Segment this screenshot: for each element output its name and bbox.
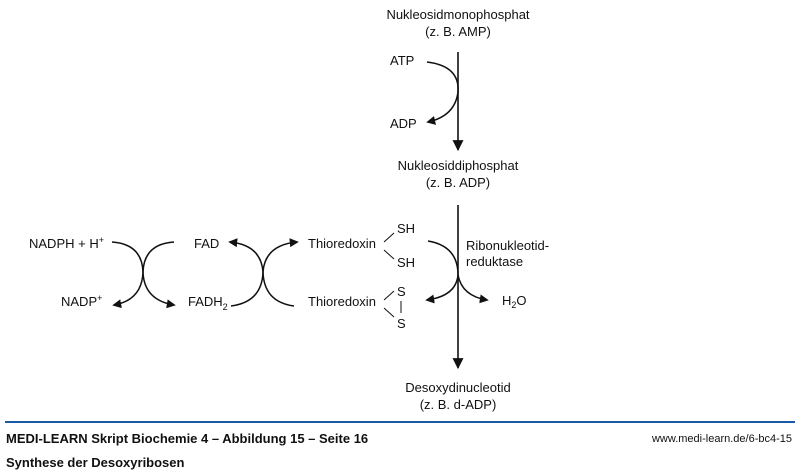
adp-label: ADP [390, 116, 417, 131]
thioredoxin-ox-to-red-curve [262, 238, 299, 307]
thioredoxin-reduction-curve [425, 240, 459, 304]
enzyme-label-line2: reduktase [466, 254, 523, 269]
fad-to-fadh2-curve [142, 241, 176, 309]
nadph-label: NADPH + H+ [29, 235, 104, 251]
footer-url[interactable]: www.medi-learn.de/6-bc4-15 [651, 433, 792, 445]
thioredoxin-oxidized-label: Thioredoxin [308, 294, 376, 309]
sh-bond-bottom [383, 249, 395, 260]
enzyme-label-line1: Ribonukleotid- [466, 238, 549, 253]
fadh2-to-fad-curve [228, 238, 264, 307]
water-label: H2O [502, 293, 527, 310]
fad-label: FAD [194, 236, 219, 251]
product-example: (z. B. d-ADP) [420, 397, 497, 412]
water-release-curve [457, 274, 489, 304]
fadh2-label: FADH2 [188, 294, 228, 312]
sh-group-bottom: SH [397, 255, 415, 270]
nadp-label: NADP+ [61, 293, 102, 309]
atp-adp-curve [426, 61, 459, 125]
intermediate-name: Nukleosiddiphosphat [398, 158, 519, 173]
footer-title: MEDI-LEARN Skript Biochemie 4 – Abbildun… [6, 431, 369, 446]
s-group-top: S [397, 284, 406, 299]
sh-group-top: SH [397, 221, 415, 236]
thioredoxin-reduced-label: Thioredoxin [308, 236, 376, 251]
substrate-name: Nukleosidmonophosphat [386, 7, 529, 22]
footer-divider [5, 421, 795, 423]
product-name: Desoxydinucleotid [405, 380, 511, 395]
intermediate-example: (z. B. ADP) [426, 175, 490, 190]
atp-label: ATP [390, 53, 414, 68]
substrate-example: (z. B. AMP) [425, 24, 491, 39]
s-group-bottom: S [397, 316, 406, 331]
s-bond-top [383, 290, 395, 301]
footer-subtitle: Synthese der Desoxyribosen [6, 455, 185, 470]
sh-bond-top [383, 232, 395, 243]
nadph-to-nadp-curve [111, 241, 144, 309]
s-bond-bottom [383, 307, 395, 318]
